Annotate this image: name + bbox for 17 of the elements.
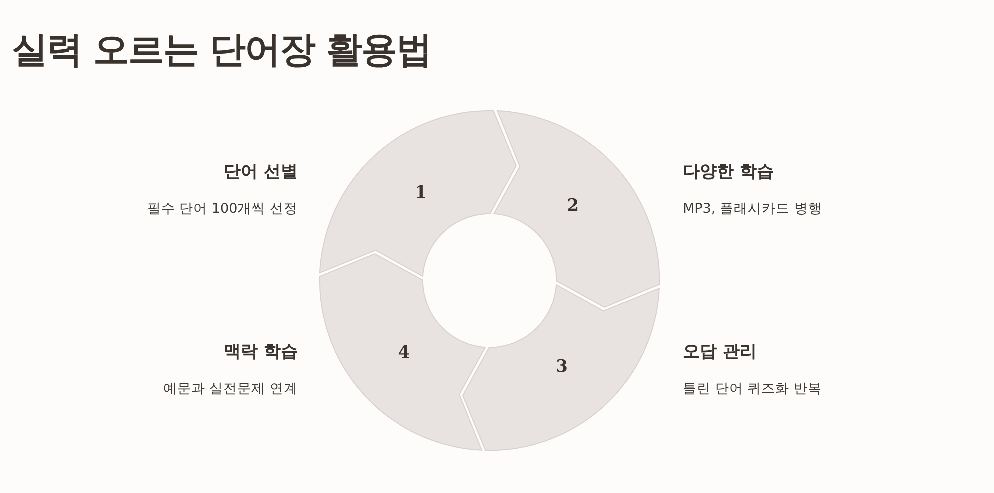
step-description: MP3, 플래시카드 병행: [683, 200, 822, 218]
cycle-segment: [463, 285, 660, 451]
step-description: 필수 단어 100개씩 선정: [147, 200, 298, 218]
step-description: 틀린 단어 퀴즈화 반복: [683, 380, 822, 398]
cycle-segment: [494, 111, 660, 308]
cycle-segment: [320, 254, 486, 451]
title: 실력 오르는 단어장 활용법: [12, 29, 432, 73]
step-heading: 다양한 학습: [683, 161, 774, 183]
step-number: 2: [567, 196, 580, 216]
step-heading: 단어 선별: [224, 161, 298, 183]
cycle-segment: [320, 111, 517, 277]
step-number: 1: [415, 182, 427, 203]
step-heading: 오답 관리: [683, 341, 757, 363]
step-number: 3: [556, 356, 568, 377]
step-number: 4: [398, 342, 410, 363]
step-description: 예문과 실전문제 연계: [163, 380, 298, 398]
step-heading: 맥락 학습: [224, 341, 298, 363]
